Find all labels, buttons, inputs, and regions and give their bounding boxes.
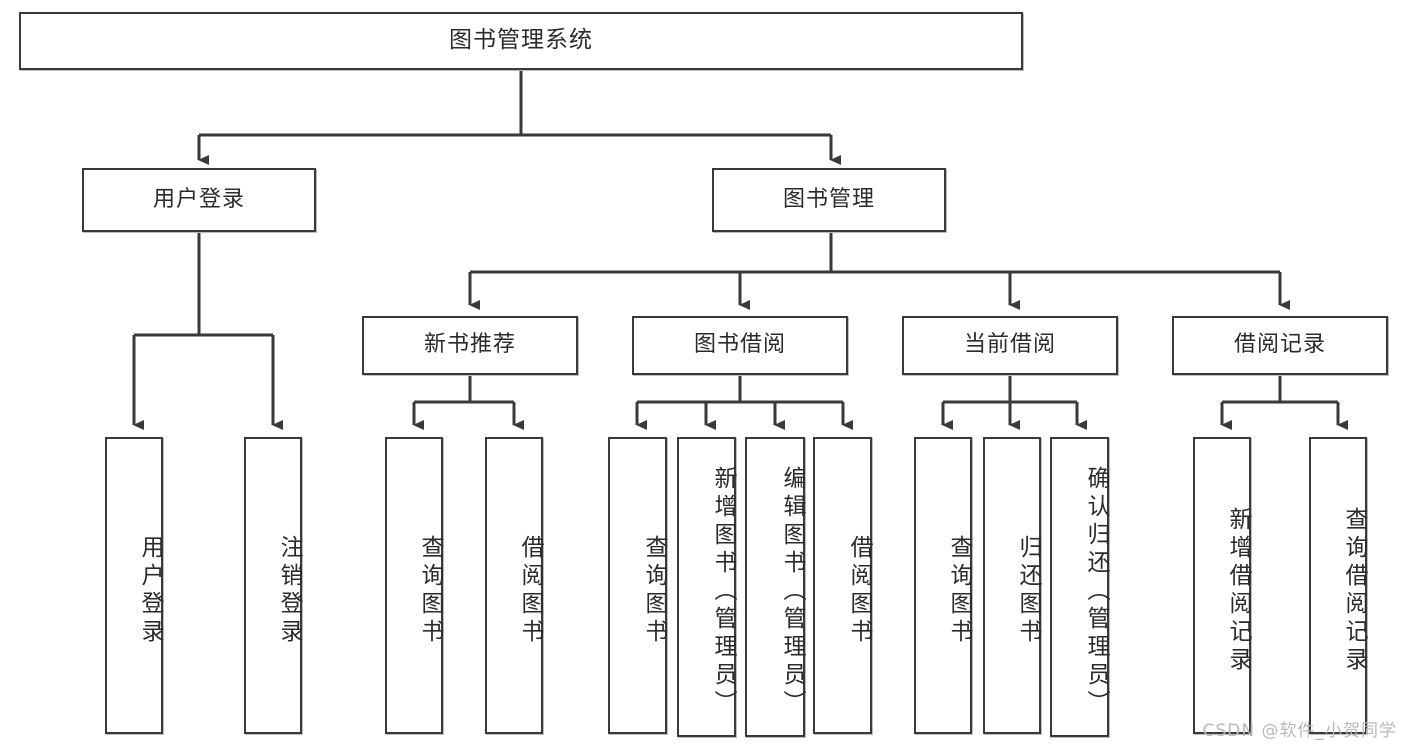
leaf-query-book-current[interactable]: 查询图书: [914, 437, 972, 734]
node-user-login[interactable]: 用户登录: [82, 168, 316, 232]
leaf-logout-login[interactable]: 注销登录: [244, 437, 302, 734]
leaf-query-book-recommend[interactable]: 查询图书: [385, 437, 443, 734]
leaf-query-book-borrow[interactable]: 查询图书: [608, 437, 667, 734]
leaf-user-login[interactable]: 用户登录: [105, 437, 163, 734]
node-book-management[interactable]: 图书管理: [712, 168, 946, 232]
leaf-borrow-book-recommend[interactable]: 借阅图书: [485, 437, 543, 734]
node-new-book-recommend[interactable]: 新书推荐: [362, 316, 578, 375]
leaf-borrow-book[interactable]: 借阅图书: [813, 437, 872, 734]
node-root-system[interactable]: 图书管理系统: [19, 12, 1023, 70]
node-current-borrow[interactable]: 当前借阅: [902, 316, 1118, 375]
csdn-watermark: CSDN @软件_小贺同学: [1202, 721, 1397, 741]
node-book-borrow[interactable]: 图书借阅: [632, 316, 848, 375]
leaf-confirm-return-admin[interactable]: 确认归还（管理员）: [1050, 437, 1109, 737]
leaf-query-borrow-record[interactable]: 查询借阅记录: [1309, 437, 1367, 734]
leaf-return-book[interactable]: 归还图书: [983, 437, 1041, 734]
leaf-edit-book-admin[interactable]: 编辑图书（管理员）: [745, 437, 805, 737]
leaf-add-book-admin[interactable]: 新增图书（管理员）: [677, 437, 736, 737]
node-borrow-record[interactable]: 借阅记录: [1172, 316, 1388, 375]
leaf-add-borrow-record[interactable]: 新增借阅记录: [1193, 437, 1251, 734]
